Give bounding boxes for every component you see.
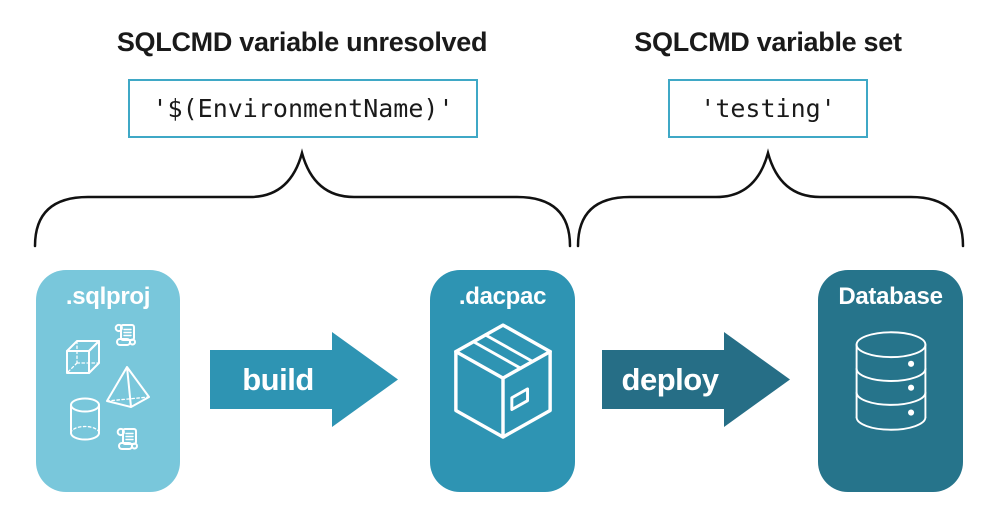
build-arrow-label: build bbox=[242, 362, 314, 397]
code-value-set: 'testing' bbox=[700, 94, 836, 123]
heading-variable-unresolved: SQLCMD variable unresolved bbox=[116, 27, 488, 57]
package-icon bbox=[453, 323, 552, 439]
cylinder-icon bbox=[70, 397, 100, 441]
database-icon bbox=[855, 331, 926, 431]
code-box-unresolved: '$(EnvironmentName)' bbox=[128, 79, 478, 138]
deploy-arrow-label: deploy bbox=[621, 362, 719, 397]
stage-sqlproj-label: .sqlproj bbox=[65, 283, 151, 310]
cube-icon bbox=[66, 340, 100, 374]
brace-right-icon bbox=[576, 148, 965, 248]
brace-left-icon bbox=[33, 148, 572, 248]
scroll-icon bbox=[116, 427, 138, 450]
sql-objects-icon bbox=[66, 323, 150, 450]
stage-database: Database bbox=[818, 270, 963, 492]
stage-dacpac: .dacpac bbox=[430, 270, 575, 492]
deploy-arrow-icon bbox=[602, 332, 790, 427]
code-value-unresolved: '$(EnvironmentName)' bbox=[152, 94, 454, 123]
stage-sqlproj: .sqlproj bbox=[36, 270, 180, 492]
stage-database-label: Database bbox=[838, 283, 943, 310]
scroll-icon bbox=[114, 323, 136, 346]
pyramid-icon bbox=[106, 366, 150, 408]
build-arrow-icon bbox=[210, 332, 398, 427]
stage-dacpac-label: .dacpac bbox=[458, 283, 547, 310]
heading-variable-set: SQLCMD variable set bbox=[634, 27, 902, 57]
code-box-set: 'testing' bbox=[668, 79, 868, 138]
